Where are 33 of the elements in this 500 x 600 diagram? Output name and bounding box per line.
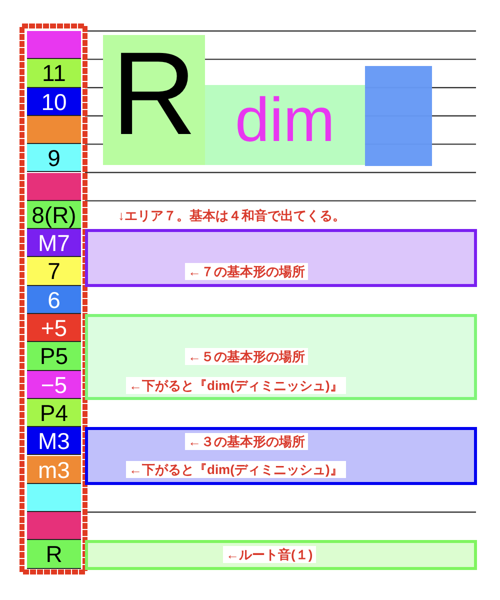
color-cell	[27, 31, 81, 60]
interval-cell: 6	[27, 286, 81, 314]
interval-cell: 10	[27, 88, 81, 116]
highlight-band	[85, 229, 477, 287]
annotation-text: ↓エリア７。基本は４和音で出てくる。	[118, 206, 346, 225]
note-text: ←ルート音(１)	[223, 546, 316, 564]
highlight-band	[85, 427, 477, 485]
color-cell	[27, 116, 81, 144]
chord-symbol-tile: R	[103, 35, 205, 165]
interval-cell: +5	[27, 314, 81, 342]
note-text: ←下がると『dim(ディミニッシュ)』	[126, 461, 346, 478]
note-text: ←下がると『dim(ディミニッシュ)』	[126, 376, 346, 394]
note-text: ←７の基本形の場所	[185, 263, 308, 280]
chord-symbol-tile: dim	[205, 85, 365, 165]
color-cell	[27, 512, 81, 540]
interval-cell: −5	[27, 370, 81, 399]
highlight-band	[85, 314, 477, 400]
interval-cell: m3	[27, 456, 81, 484]
interval-cell: P4	[27, 398, 81, 428]
interval-cell: 9	[27, 144, 81, 172]
color-cell	[27, 484, 81, 512]
interval-cell: 7	[27, 257, 81, 286]
highlight-band	[85, 540, 477, 570]
color-cell	[27, 172, 81, 201]
note-text: ←３の基本形の場所	[185, 433, 308, 450]
interval-cell: 8(R)	[27, 200, 81, 230]
interval-cell: M3	[27, 427, 81, 456]
interval-cell: 11	[27, 59, 81, 88]
color-block	[365, 66, 432, 166]
interval-cell: M7	[27, 229, 81, 258]
interval-cell: R	[27, 540, 81, 569]
note-text: ←５の基本形の場所	[185, 348, 308, 366]
interval-cell: P5	[27, 342, 81, 371]
